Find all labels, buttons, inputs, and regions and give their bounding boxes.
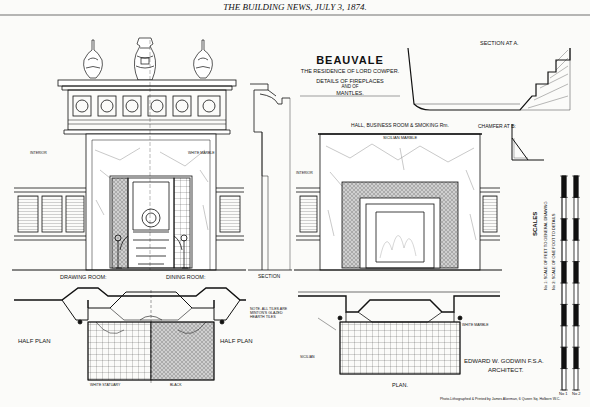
scale-segment xyxy=(574,262,578,283)
section-label: CHAMFER AT B: xyxy=(478,124,516,130)
scale-segment xyxy=(562,347,566,368)
architect-title: ARCHITECT. xyxy=(488,367,523,374)
room-label: DRAWING ROOM: xyxy=(60,274,107,280)
section-label: SECTION AT A. xyxy=(480,40,519,46)
plan-label: HALF PLAN xyxy=(220,338,253,345)
subtitle: THE RESIDENCE OF LORD COWPER. xyxy=(301,68,399,74)
scale-heading: SCALES xyxy=(532,212,539,236)
scale-tick xyxy=(560,283,580,284)
section-label: SECTION xyxy=(258,274,280,280)
scale-tick xyxy=(560,368,580,369)
subtitle: DETAILS OF FIREPLACES xyxy=(316,78,383,84)
scale-segment xyxy=(562,304,566,325)
scale-tick xyxy=(560,390,580,391)
subtitle: AND OF xyxy=(341,85,358,90)
scale-segment xyxy=(562,176,566,197)
material-note: BLACK xyxy=(170,384,181,388)
scale-note: No 1: SCALE OF FEET TO GENERAL DRAWING xyxy=(544,201,548,290)
material-note: SICILIAN xyxy=(300,356,315,360)
scale-note: No 2: SCALE OF ONE FOOT TO DETAILS xyxy=(552,214,556,290)
scale-segment xyxy=(574,219,578,240)
scale-segment xyxy=(574,176,578,197)
scale-segment xyxy=(574,304,578,325)
material-note: INTERIOR xyxy=(30,152,47,156)
scale-segment xyxy=(562,219,566,240)
scale-tick xyxy=(560,197,580,198)
scale-tick xyxy=(560,325,580,326)
material-note: WHITE MARBLE xyxy=(462,324,489,328)
plan-label: PLAN. xyxy=(392,382,408,388)
material-note: WHITE STATUARY xyxy=(90,384,120,388)
scale-number: No 1 xyxy=(559,392,567,396)
material-note: INTERIOR xyxy=(296,172,313,176)
material-note: WHITE MARBLE xyxy=(188,152,215,156)
room-label: DINING ROOM: xyxy=(166,274,205,280)
scale-number: No 2 xyxy=(572,392,580,396)
scale-segment xyxy=(562,262,566,283)
scale-segment xyxy=(574,347,578,368)
note: NOTE. ALL TILES ARE MINTON'S GLAZED HEAR… xyxy=(250,308,294,320)
room-label: HALL, BUSINESS ROOM & SMOKING Rm. xyxy=(351,123,449,129)
scale-tick xyxy=(560,240,580,241)
architect-name: EDWARD W. GODWIN F.S.A. xyxy=(464,358,544,365)
plan-label: HALF PLAN xyxy=(18,338,51,345)
sheet-title: BEAUVALE xyxy=(316,54,384,66)
sheet-header: THE BUILDING NEWS, JULY 3, 1874. xyxy=(223,3,366,13)
printer-credit: Photo-Lithographed & Printed by James Ak… xyxy=(440,398,560,402)
material-note: SICILIAN MARBLE xyxy=(383,136,417,140)
subtitle: MANTLES. xyxy=(336,90,364,96)
